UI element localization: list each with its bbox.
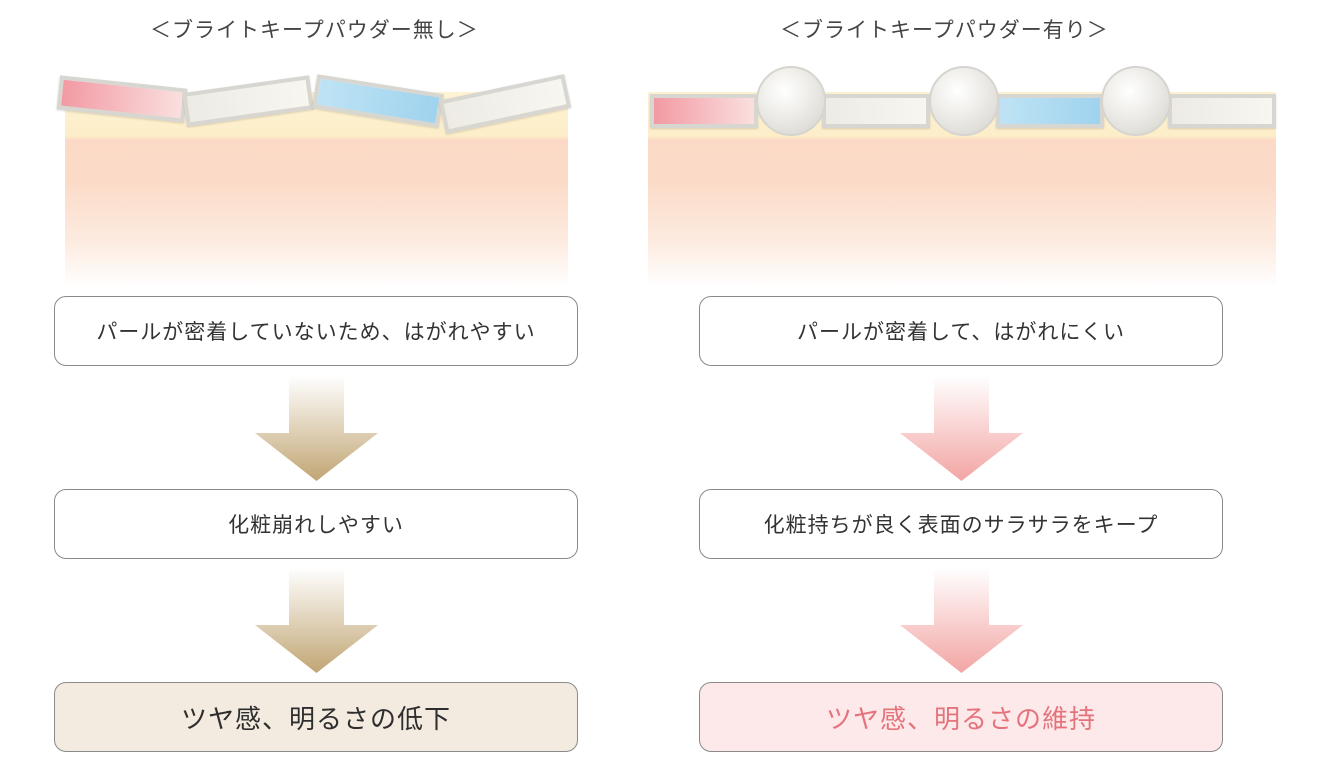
- right-arrow-2: [900, 568, 1023, 673]
- left-step1-box: パールが密着していないため、はがれやすい: [54, 296, 578, 366]
- right-step1-text: パールが密着して、はがれにくい: [797, 320, 1125, 344]
- right-result-text: ツヤ感、明るさの維持: [825, 704, 1096, 735]
- right-title: ＜ブライトキープパウダー有り＞: [780, 18, 1109, 42]
- right-step1-box: パールが密着して、はがれにくい: [699, 296, 1223, 366]
- left-arrow-2: [255, 568, 378, 673]
- left-step2-text: 化粧崩れしやすい: [228, 513, 404, 537]
- left-step2-box: 化粧崩れしやすい: [54, 489, 578, 559]
- left-arrow-1: [255, 376, 378, 481]
- right-result-box: ツヤ感、明るさの維持: [699, 682, 1223, 752]
- right-pearl-flake-white: [822, 94, 930, 128]
- right-pearl-flake-pink: [650, 94, 758, 128]
- right-step2-text: 化粧持ちが良く表面のサラサラをキープ: [763, 513, 1159, 537]
- right-powder-sphere-1: [756, 66, 826, 136]
- right-step2-box: 化粧持ちが良く表面のサラサラをキープ: [699, 489, 1223, 559]
- left-result-text: ツヤ感、明るさの低下: [180, 704, 451, 735]
- right-pearl-flake-blue: [996, 94, 1104, 128]
- left-step1-text: パールが密着していないため、はがれやすい: [96, 320, 536, 344]
- right-pearl-flake-white-2: [1168, 94, 1276, 128]
- left-result-box: ツヤ感、明るさの低下: [54, 682, 578, 752]
- right-powder-sphere-2: [929, 66, 999, 136]
- left-title: ＜ブライトキープパウダー無し＞: [150, 18, 479, 42]
- right-powder-sphere-3: [1101, 66, 1171, 136]
- right-arrow-1: [900, 376, 1023, 481]
